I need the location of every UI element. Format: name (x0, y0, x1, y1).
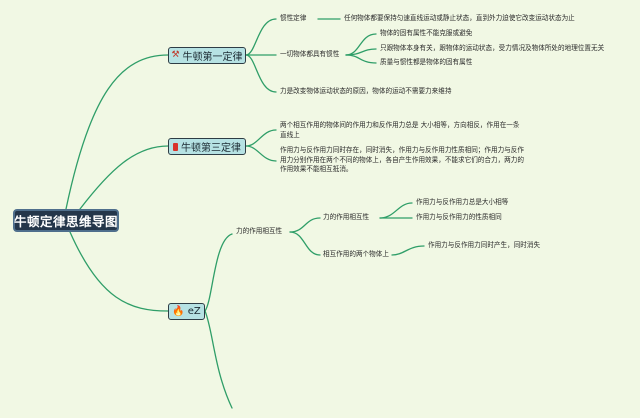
third-law-statement: 两个相互作用的物体间的作用力和反作用力总是 大小相等，方向相反，作用在一条直线上 (280, 121, 520, 139)
branch-ez-label: eZ (187, 306, 201, 317)
connector-ez-interaction (204, 233, 233, 312)
connector-first-law-inertia-def (245, 18, 277, 56)
root-node[interactable]: 牛顿定律思维导图 (13, 209, 119, 232)
connector-root-third-law (79, 145, 169, 210)
connector-interaction-two-bodies (289, 231, 321, 256)
inertia-property-item: 只跟物体本身有关，跟物体的运动状态，受力情况及物体所处的地理位置无关 (380, 44, 605, 52)
connector-third-law-properties (245, 145, 277, 162)
connector-root-first-law (65, 54, 169, 210)
interaction-label: 力的作用相互性 (236, 227, 283, 235)
inertia-property-item: 质量与惯性都是物体的固有属性 (380, 58, 473, 66)
connector-mutual-item1 (379, 202, 413, 219)
inertia-property-item: 物体的固有属性不能克服或避免 (380, 29, 473, 37)
branch-first-law-label: 牛顿第一定律 (182, 52, 243, 63)
mutual-item: 作用力与反作用力总是大小相等 (416, 198, 509, 206)
connector-inertia-prop-item3 (345, 54, 377, 64)
force-cause-text: 力是改变物体运动状态的原因，物体的运动不需要力来维持 (280, 87, 452, 95)
mutual-label: 力的作用相互性 (323, 213, 370, 221)
inertia-property-label: 一切物体都具有惯性 (280, 50, 340, 58)
connector-ez-lower (204, 310, 233, 409)
third-law-properties: 作用力与反作用力同时存在，同时消失，作用力与反作用力性质相同；作用力与反作用力分… (280, 146, 524, 174)
branch-first-law[interactable]: ⚒ 牛顿第一定律 (168, 47, 246, 64)
pickaxe-icon: ⚒ (171, 50, 180, 60)
connector-interaction-mutual (289, 217, 321, 233)
flame-icon: 🔥 (172, 305, 185, 317)
red-flag-icon (173, 142, 178, 151)
connector-root-ez (69, 231, 169, 312)
connector-first-law-force-cause (245, 54, 277, 93)
branch-ez[interactable]: 🔥 eZ (168, 303, 205, 320)
branch-third-law-label: 牛顿第三定律 (181, 143, 241, 154)
root-label: 牛顿定律思维导图 (14, 214, 119, 229)
two-bodies-label: 相互作用的两个物体上 (323, 250, 389, 258)
branch-third-law[interactable]: 牛顿第三定律 (168, 138, 246, 155)
connector-third-law-statement (245, 129, 277, 147)
inertia-law-label: 惯性定律 (280, 14, 307, 22)
mutual-item: 作用力与反作用力的性质相同 (416, 213, 502, 221)
two-bodies-item: 作用力与反作用力同时产生，同时消失 (428, 241, 541, 249)
inertia-law-text: 任何物体都要保持匀速直线运动或静止状态，直到外力迫使它改变运动状态为止 (344, 14, 575, 22)
connector-two-bodies-item1 (391, 245, 425, 256)
